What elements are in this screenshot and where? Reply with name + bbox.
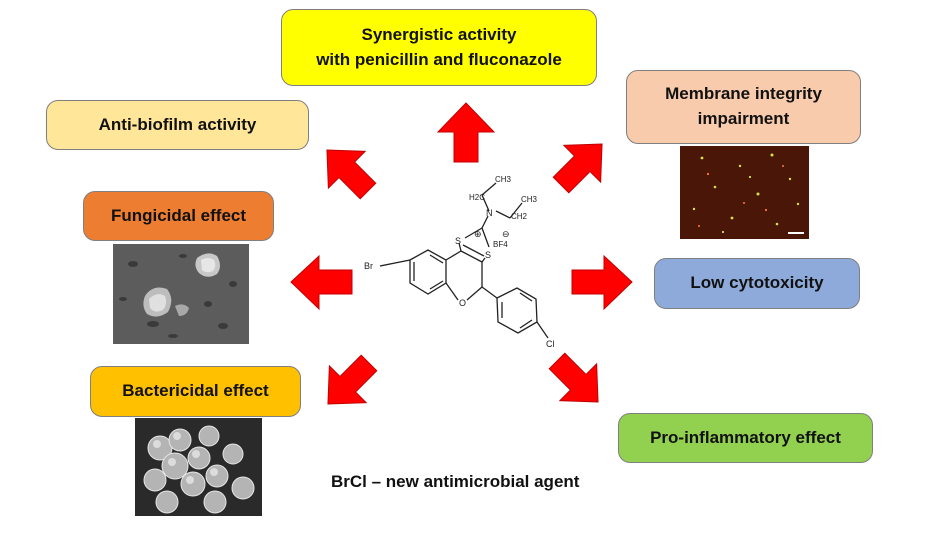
synergy-box: Synergistic activity with penicillin and… <box>281 9 597 86</box>
membrane-box: Membrane integrity impairment <box>626 70 861 144</box>
arrow-down-left <box>327 354 378 405</box>
antibiofilm-label: Anti-biofilm activity <box>98 114 257 134</box>
synergy-line1: Synergistic activity <box>361 24 517 44</box>
fungicidal-label: Fungicidal effect <box>110 205 247 225</box>
bacteria-sem-image <box>135 418 262 516</box>
caption: BrCl – new antimicrobial agent <box>331 472 580 491</box>
arrow-up-left <box>326 149 377 200</box>
bactericidal-box: Bactericidal effect <box>90 366 301 417</box>
synergy-line2: with penicillin and fluconazole <box>316 49 562 69</box>
cytotoxicity-box: Low cytotoxicity <box>654 258 860 309</box>
proinflammatory-box: Pro-inflammatory effect <box>618 413 873 463</box>
arrow-down-right <box>548 352 599 403</box>
fungicidal-box: Fungicidal effect <box>83 191 274 241</box>
bactericidal-label: Bactericidal effect <box>122 381 269 401</box>
fungal-sem-image <box>113 244 249 344</box>
arrow-up <box>436 102 496 163</box>
arrow-left <box>290 254 353 311</box>
membrane-line2: impairment <box>697 109 790 128</box>
antibiofilm-box: Anti-biofilm activity <box>46 100 309 150</box>
proinflammatory-label: Pro-inflammatory effect <box>650 427 841 447</box>
cytotoxicity-label: Low cytotoxicity <box>690 273 824 293</box>
fluorescence-micrograph <box>680 146 809 239</box>
arrow-up-right <box>552 143 603 194</box>
membrane-line1: Membrane integrity <box>665 84 822 104</box>
arrow-right <box>571 254 633 311</box>
